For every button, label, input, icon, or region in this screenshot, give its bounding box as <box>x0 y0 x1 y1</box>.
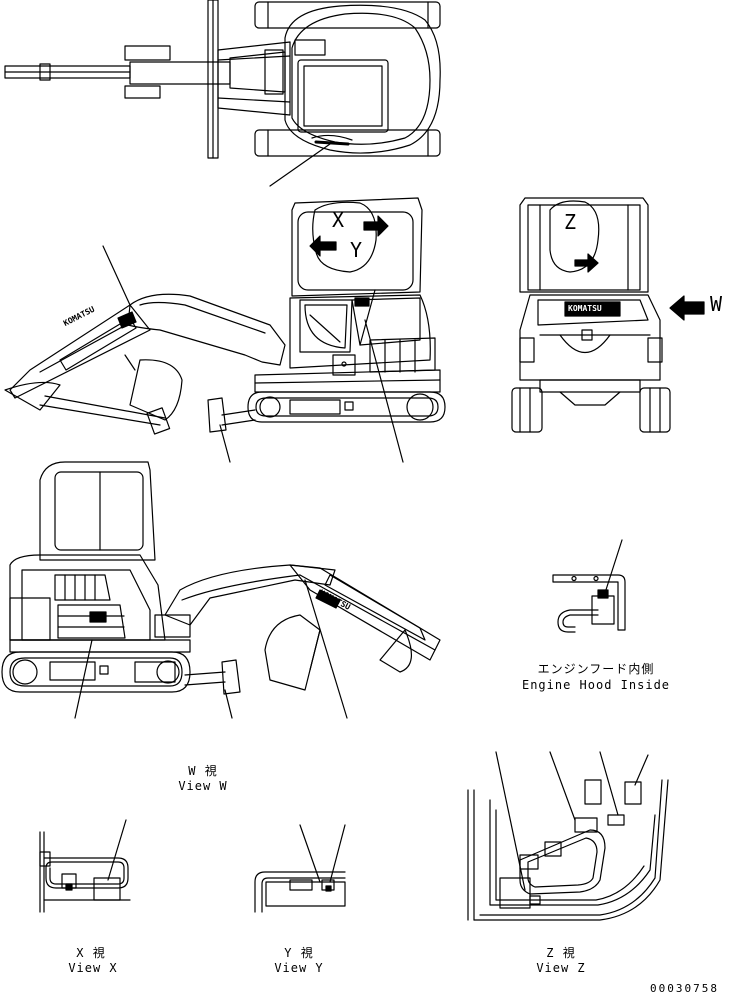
engine-hood-detail <box>552 539 626 633</box>
view-x-detail <box>39 819 131 913</box>
view-z-caption-en: View Z <box>536 961 586 975</box>
top-plan-view <box>4 0 441 187</box>
view-y-caption-en: View Y <box>274 961 324 975</box>
callout-z: Z <box>564 210 577 234</box>
side-view-upper <box>4 197 446 463</box>
callout-y: Y <box>350 238 363 262</box>
view-x-caption-jp: X 視 <box>76 946 106 960</box>
engine-hood-caption-en: Engine Hood Inside <box>521 678 671 692</box>
view-w-caption-en: View W <box>178 779 228 793</box>
side-view-lower <box>1 461 441 719</box>
view-z-caption-jp: Z 視 <box>546 946 576 960</box>
view-x-caption-en: View X <box>68 961 118 975</box>
drawing-number: 00030758 <box>650 982 719 995</box>
view-y-caption-jp: Y 視 <box>284 946 314 960</box>
callout-x: X <box>332 208 345 232</box>
counterweight-brand-label: KOMATSU <box>568 304 602 313</box>
engine-hood-caption-jp: エンジンフード内側 <box>537 662 655 676</box>
rear-view <box>511 197 705 433</box>
view-w-caption-jp: W 視 <box>188 764 218 778</box>
callout-w: W <box>710 292 723 316</box>
view-y-detail <box>254 824 346 913</box>
view-z-detail <box>467 751 669 921</box>
